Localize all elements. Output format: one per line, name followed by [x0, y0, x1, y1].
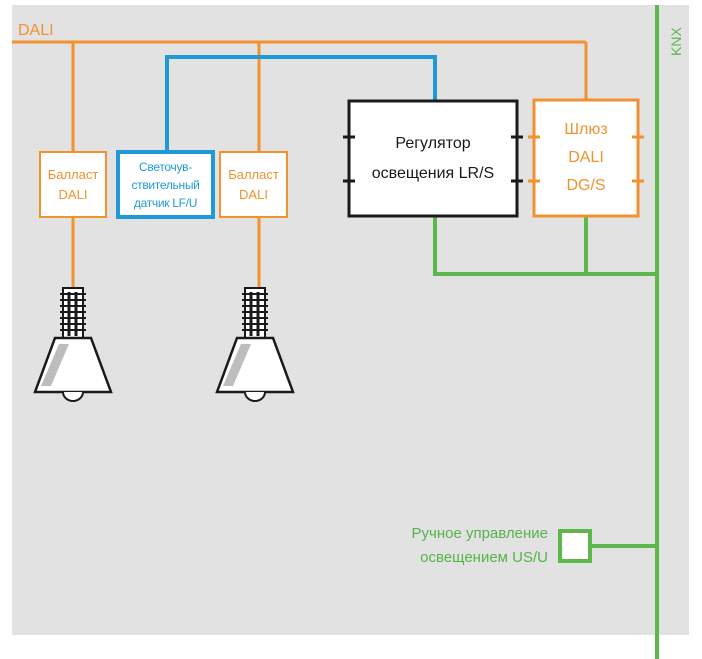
gateway-label-line2: DALI — [568, 149, 604, 166]
sensor-label-line1: Светочув- — [139, 159, 192, 174]
regulator-label-line1: Регулятор — [395, 134, 471, 152]
regulator-box: Регулятор освещения LR/S — [349, 101, 517, 216]
gateway-box-frame — [528, 98, 644, 218]
regulator-label-line2: освещения LR/S — [371, 164, 495, 182]
dali-bus — [12, 40, 588, 288]
knx-bus — [433, 5, 659, 659]
gateway-box: Шлюз DALI DG/S — [534, 100, 638, 216]
pendant-lamp-icon — [215, 287, 295, 402]
manual-control-square — [558, 529, 592, 563]
dali-bus-label: DALI — [18, 22, 54, 39]
ballast2-label-line2: DALI — [239, 186, 268, 202]
manual-control-label: Ручное управление освещением US/U — [352, 522, 549, 570]
ballast1-label-line1: Балласт — [47, 166, 99, 182]
sensor-frame — [116, 150, 215, 219]
ballast1-frame — [39, 151, 107, 218]
sensor-label-line3: датчик LF/U — [133, 195, 198, 210]
ballast2-label-line1: Балласт — [228, 166, 279, 182]
ballast2-box: Балласт DALI — [220, 152, 287, 217]
gateway-label-line3: DG/S — [566, 177, 606, 194]
gateway-label-line1: Шлюз — [564, 121, 608, 138]
sensor-box: Светочув- ствительный датчик LF/U — [118, 152, 213, 217]
sensor-link — [165, 55, 437, 152]
manual-label-line1: Ручное управление — [411, 525, 549, 542]
ballast2-frame — [219, 151, 288, 218]
ballast1-box: Балласт DALI — [40, 152, 106, 217]
pendant-lamp-icon — [33, 287, 113, 402]
ballast1-label-line2: DALI — [58, 186, 88, 202]
sensor-label-line2: ствительный — [131, 177, 200, 192]
regulator-box-frame — [343, 99, 523, 218]
knx-bus-label: KNX — [668, 27, 684, 56]
manual-label-line2: освещением US/U — [420, 549, 548, 566]
